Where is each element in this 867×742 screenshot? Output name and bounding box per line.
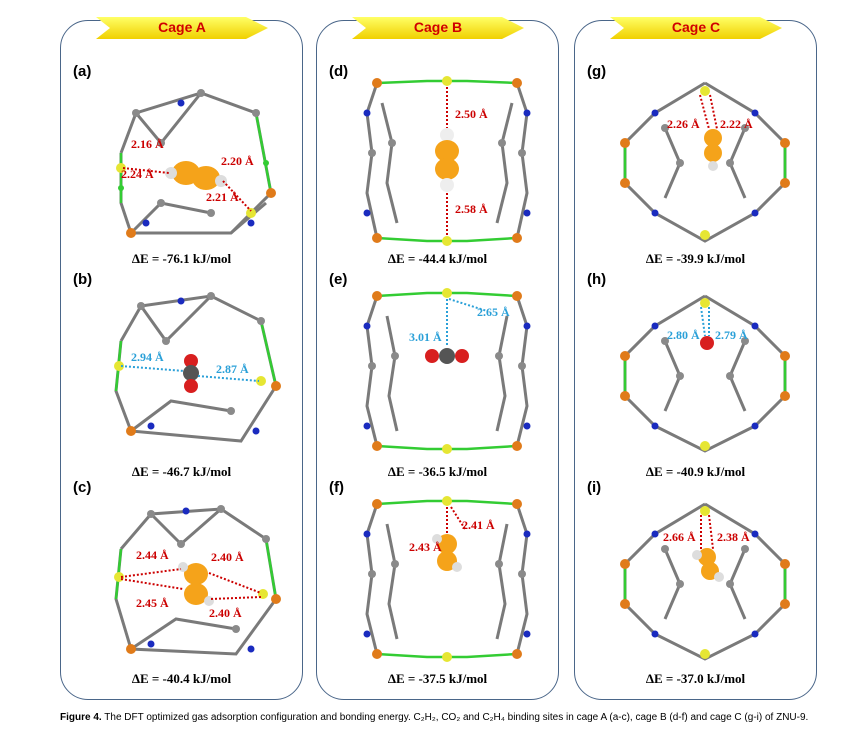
banner-arrow-shape	[610, 17, 782, 39]
distance-label-d1: 2.50 Å	[455, 107, 488, 121]
panel-label-e: (e)	[329, 271, 348, 288]
binding-energy-b: ΔE = -46.7 kJ/mol	[131, 464, 232, 479]
figure-caption-text: The DFT optimized gas adsorption configu…	[104, 712, 809, 723]
molecule-image-c: 2.44 Å 2.40 Å 2.45 Å 2.40 Å	[114, 505, 281, 656]
cage-c-title: Cage C	[671, 19, 721, 35]
binding-energy-h: ΔE = -40.9 kJ/mol	[645, 464, 746, 479]
banner-arrow-shape	[352, 17, 524, 39]
distance-label-i1: 2.66 Å	[663, 530, 696, 544]
distance-label-d2: 2.58 Å	[455, 202, 488, 216]
molecule-image-d: 2.50 Å 2.58 Å	[363, 76, 531, 246]
figure-caption: Figure 4. The DFT optimized gas adsorpti…	[60, 712, 860, 724]
molecule-image-a: 2.16 Å 2.24 Å 2.20 Å 2.21 Å	[116, 89, 276, 238]
cage-b-title: Cage B	[413, 19, 463, 35]
cage-a-frame: Cage A (a) (b) (c) 2.16 Å 2.24 Å 2.20 Å …	[60, 17, 303, 700]
molecule-image-e: 2.65 Å 3.01 Å	[363, 288, 531, 454]
molecule-image-f: 2.41 Å 2.43 Å	[363, 496, 531, 662]
panel-label-b: (b)	[73, 271, 93, 288]
binding-energy-d: ΔE = -44.4 kJ/mol	[387, 251, 488, 266]
distance-label-c1: 2.44 Å	[136, 548, 169, 562]
panel-label-c: (c)	[73, 479, 92, 496]
cage-c-banner: Cage C	[610, 13, 782, 43]
distance-label-f1: 2.41 Å	[462, 518, 495, 532]
binding-energy-i: ΔE = -37.0 kJ/mol	[645, 671, 746, 686]
molecule-image-h: 2.80 Å 2.79 Å	[620, 294, 790, 453]
distance-label-a4: 2.21 Å	[206, 190, 239, 204]
distance-label-h2: 2.79 Å	[715, 328, 748, 342]
cage-b-frame: Cage B (d) (e) (f) 2.50 Å 2.58 Å ΔE = -4…	[316, 17, 559, 700]
panel-label-f: (f)	[329, 479, 344, 496]
binding-energy-e: ΔE = -36.5 kJ/mol	[387, 464, 488, 479]
cage-c-frame: Cage C (g) (h) (i) 2.26 Å 2.22 Å ΔE = -3…	[574, 17, 817, 700]
binding-energy-f: ΔE = -37.5 kJ/mol	[387, 671, 488, 686]
distance-label-h1: 2.80 Å	[667, 328, 700, 342]
distance-label-e1: 2.65 Å	[477, 305, 510, 319]
figure-caption-label: Figure 4.	[60, 712, 102, 723]
cage-a-title: Cage A	[158, 19, 206, 35]
distance-label-g1: 2.26 Å	[667, 117, 700, 131]
distance-label-a2: 2.24 Å	[121, 167, 154, 181]
distance-label-f2: 2.43 Å	[409, 540, 442, 554]
panel-label-g: (g)	[587, 63, 607, 80]
distance-label-e2: 3.01 Å	[409, 330, 442, 344]
binding-energy-g: ΔE = -39.9 kJ/mol	[645, 251, 746, 266]
distance-label-c2: 2.40 Å	[211, 550, 244, 564]
panel-label-h: (h)	[587, 271, 607, 288]
binding-energy-c: ΔE = -40.4 kJ/mol	[131, 671, 232, 686]
molecule-image-g: 2.26 Å 2.22 Å	[620, 81, 790, 243]
distance-label-i2: 2.38 Å	[717, 530, 750, 544]
cage-b-banner: Cage B	[352, 13, 524, 43]
molecule-image-b: 2.94 Å 2.87 Å	[114, 292, 281, 443]
distance-label-a3: 2.20 Å	[221, 154, 254, 168]
distance-label-g2: 2.22 Å	[720, 117, 753, 131]
distance-label-a1: 2.16 Å	[131, 137, 164, 151]
binding-energy-a: ΔE = -76.1 kJ/mol	[131, 251, 232, 266]
distance-label-b2: 2.87 Å	[216, 362, 249, 376]
panel-label-a: (a)	[73, 63, 92, 80]
panel-label-d: (d)	[329, 63, 349, 80]
distance-label-c3: 2.45 Å	[136, 596, 169, 610]
panel-label-i: (i)	[587, 479, 602, 496]
banner-arrow-shape	[96, 17, 268, 39]
molecule-image-i: 2.66 Å 2.38 Å	[620, 502, 790, 661]
cage-a-banner: Cage A	[96, 13, 268, 43]
distance-label-c4: 2.40 Å	[209, 606, 242, 620]
distance-label-b1: 2.94 Å	[131, 350, 164, 364]
